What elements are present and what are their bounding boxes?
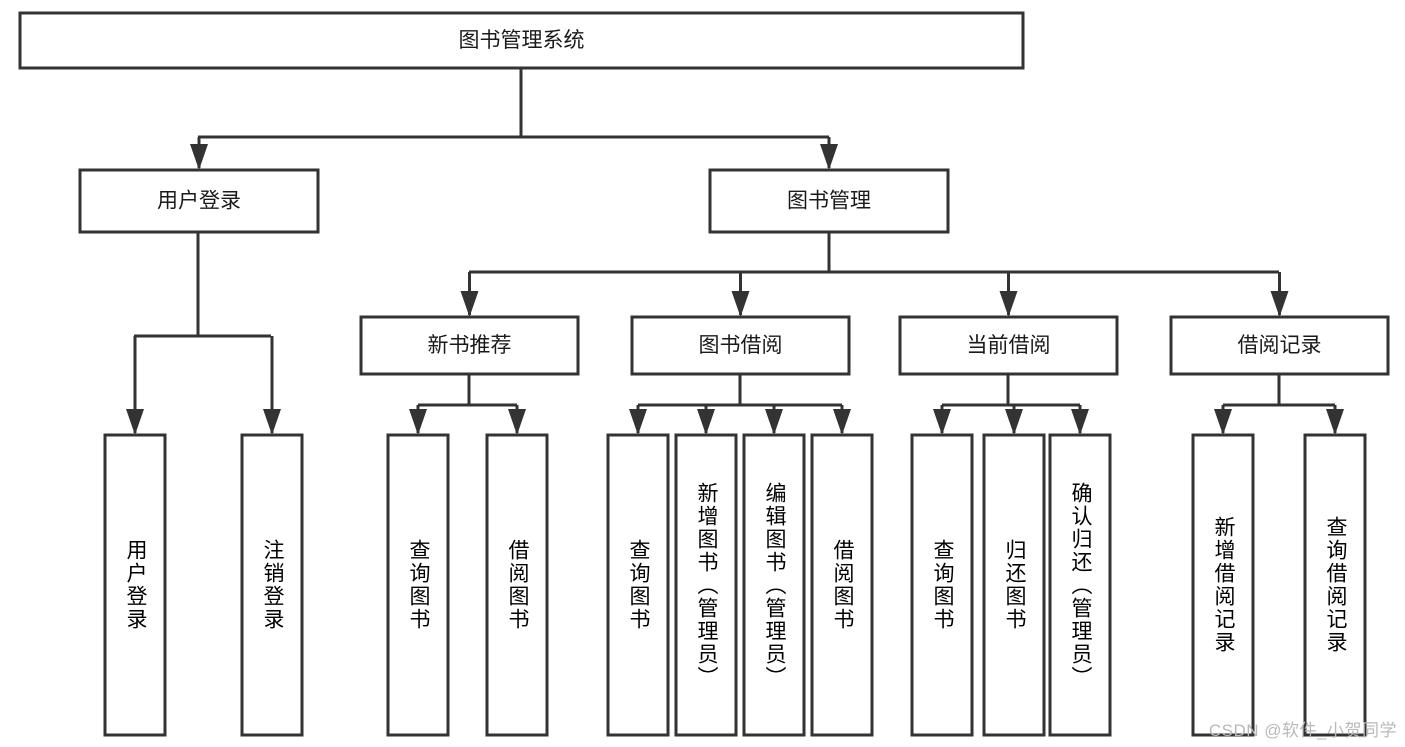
- node-root[interactable]: 图书管理系统: [18, 11, 1025, 70]
- node-label: 图书管理: [787, 190, 871, 213]
- node-book-borrow[interactable]: 图书借阅: [630, 315, 851, 376]
- edge-book_borrow-to-leaf_bb_borrow: [833, 405, 851, 435]
- edge-book_admin-to-new_book_rec: [460, 272, 479, 317]
- node-leaf-cb-return[interactable]: 归还图书: [982, 433, 1046, 737]
- edge-new_book_rec-to-leaf_rec_query: [409, 405, 427, 435]
- node-label-wrap: 确认归还（管理员）: [1069, 481, 1092, 689]
- node-leaf-cb-confirm[interactable]: 确认归还（管理员）: [1048, 433, 1112, 737]
- node-label: 新书推荐: [428, 334, 512, 357]
- connector-user-login-bus: [134, 232, 271, 338]
- node-user-login[interactable]: 用户登录: [78, 168, 320, 234]
- node-label: 图书管理系统: [459, 29, 585, 52]
- node-label: 新增借阅记录: [1212, 516, 1235, 654]
- node-label: 当前借阅: [967, 334, 1051, 357]
- node-leaf-cb-query[interactable]: 查询图书: [910, 433, 974, 737]
- node-label: 查询图书: [627, 539, 650, 631]
- node-leaf-user-login[interactable]: 用户登录: [103, 433, 167, 737]
- node-leaf-rec-borrow[interactable]: 借阅图书: [485, 433, 549, 737]
- node-label-wrap: 查询图书: [407, 539, 430, 631]
- node-label: 编辑图书（管理员）: [763, 481, 786, 689]
- node-label: 新增图书（管理员）: [695, 481, 718, 689]
- node-label: 确认归还（管理员）: [1069, 481, 1092, 689]
- node-label: 归还图书: [1003, 539, 1026, 631]
- node-label: 查询图书: [931, 539, 954, 631]
- edge-borrow_record-to-leaf_br_query: [1326, 405, 1344, 435]
- edge-book_admin-to-current_borrow: [999, 272, 1018, 317]
- node-current-borrow[interactable]: 当前借阅: [898, 315, 1119, 376]
- edge-book_borrow-to-leaf_bb_query: [629, 405, 647, 435]
- node-label: 图书借阅: [699, 334, 783, 357]
- edge-user_login-to-leaf_user_login: [126, 336, 144, 435]
- node-label-wrap: 归还图书: [1003, 539, 1026, 631]
- edge-book_borrow-to-leaf_bb_edit: [765, 405, 783, 435]
- node-leaf-rec-query[interactable]: 查询图书: [386, 433, 450, 737]
- connector-book-admin-bus: [469, 232, 1279, 274]
- node-label-wrap: 查询借阅记录: [1324, 516, 1347, 654]
- node-leaf-bb-edit[interactable]: 编辑图书（管理员）: [742, 433, 806, 737]
- edge-book_borrow-to-leaf_bb_add: [697, 405, 715, 435]
- connector-new-book-rec-bus: [418, 374, 517, 407]
- edge-root-to-book_admin: [820, 137, 838, 170]
- node-label-wrap: 查询图书: [627, 539, 650, 631]
- connector-root-bus: [198, 68, 829, 139]
- node-label: 借阅图书: [831, 539, 854, 631]
- node-label: 查询借阅记录: [1324, 516, 1347, 654]
- node-label-wrap: 查询图书: [931, 539, 954, 631]
- node-leaf-br-query[interactable]: 查询借阅记录: [1303, 433, 1367, 737]
- node-leaf-bb-borrow[interactable]: 借阅图书: [810, 433, 874, 737]
- node-label-wrap: 新增借阅记录: [1212, 516, 1235, 654]
- edge-current_borrow-to-leaf_cb_query: [933, 405, 951, 435]
- node-label: 借阅记录: [1238, 334, 1322, 357]
- node-label: 查询图书: [407, 539, 430, 631]
- node-label: 用户登录: [124, 539, 147, 631]
- node-layer: 图书管理系统用户登录图书管理新书推荐图书借阅当前借阅借阅记录用户登录注销登录查询…: [18, 11, 1390, 737]
- edge-new_book_rec-to-leaf_rec_borrow: [508, 405, 526, 435]
- edge-borrow_record-to-leaf_br_add: [1214, 405, 1232, 435]
- node-leaf-bb-query[interactable]: 查询图书: [606, 433, 670, 737]
- connector-borrow-record-bus: [1223, 374, 1335, 407]
- connector-current-borrow-bus: [942, 374, 1080, 407]
- edge-root-to-user_login: [190, 137, 208, 170]
- node-label-wrap: 用户登录: [124, 539, 147, 631]
- edge-user_login-to-leaf_user_logout: [263, 336, 281, 435]
- edge-book_admin-to-book_borrow: [731, 272, 750, 317]
- node-book-admin[interactable]: 图书管理: [708, 168, 950, 234]
- edge-current_borrow-to-leaf_cb_return: [1005, 405, 1023, 435]
- node-label-wrap: 注销登录: [261, 539, 284, 631]
- connector-book-borrow-bus: [638, 374, 842, 407]
- node-label-wrap: 借阅图书: [831, 539, 854, 631]
- node-label-wrap: 借阅图书: [506, 539, 529, 631]
- node-borrow-record[interactable]: 借阅记录: [1169, 315, 1390, 376]
- edge-current_borrow-to-leaf_cb_confirm: [1071, 405, 1089, 435]
- node-label: 注销登录: [261, 539, 284, 631]
- connector-layer: [126, 68, 1344, 435]
- node-leaf-br-add[interactable]: 新增借阅记录: [1191, 433, 1255, 737]
- node-label-wrap: 新增图书（管理员）: [695, 481, 718, 689]
- node-leaf-bb-add[interactable]: 新增图书（管理员）: [674, 433, 738, 737]
- node-label-wrap: 编辑图书（管理员）: [763, 481, 786, 689]
- node-label: 借阅图书: [506, 539, 529, 631]
- node-new-book-rec[interactable]: 新书推荐: [359, 315, 580, 376]
- node-leaf-user-logout[interactable]: 注销登录: [240, 433, 304, 737]
- node-label: 用户登录: [157, 190, 241, 213]
- edge-book_admin-to-borrow_record: [1270, 272, 1289, 317]
